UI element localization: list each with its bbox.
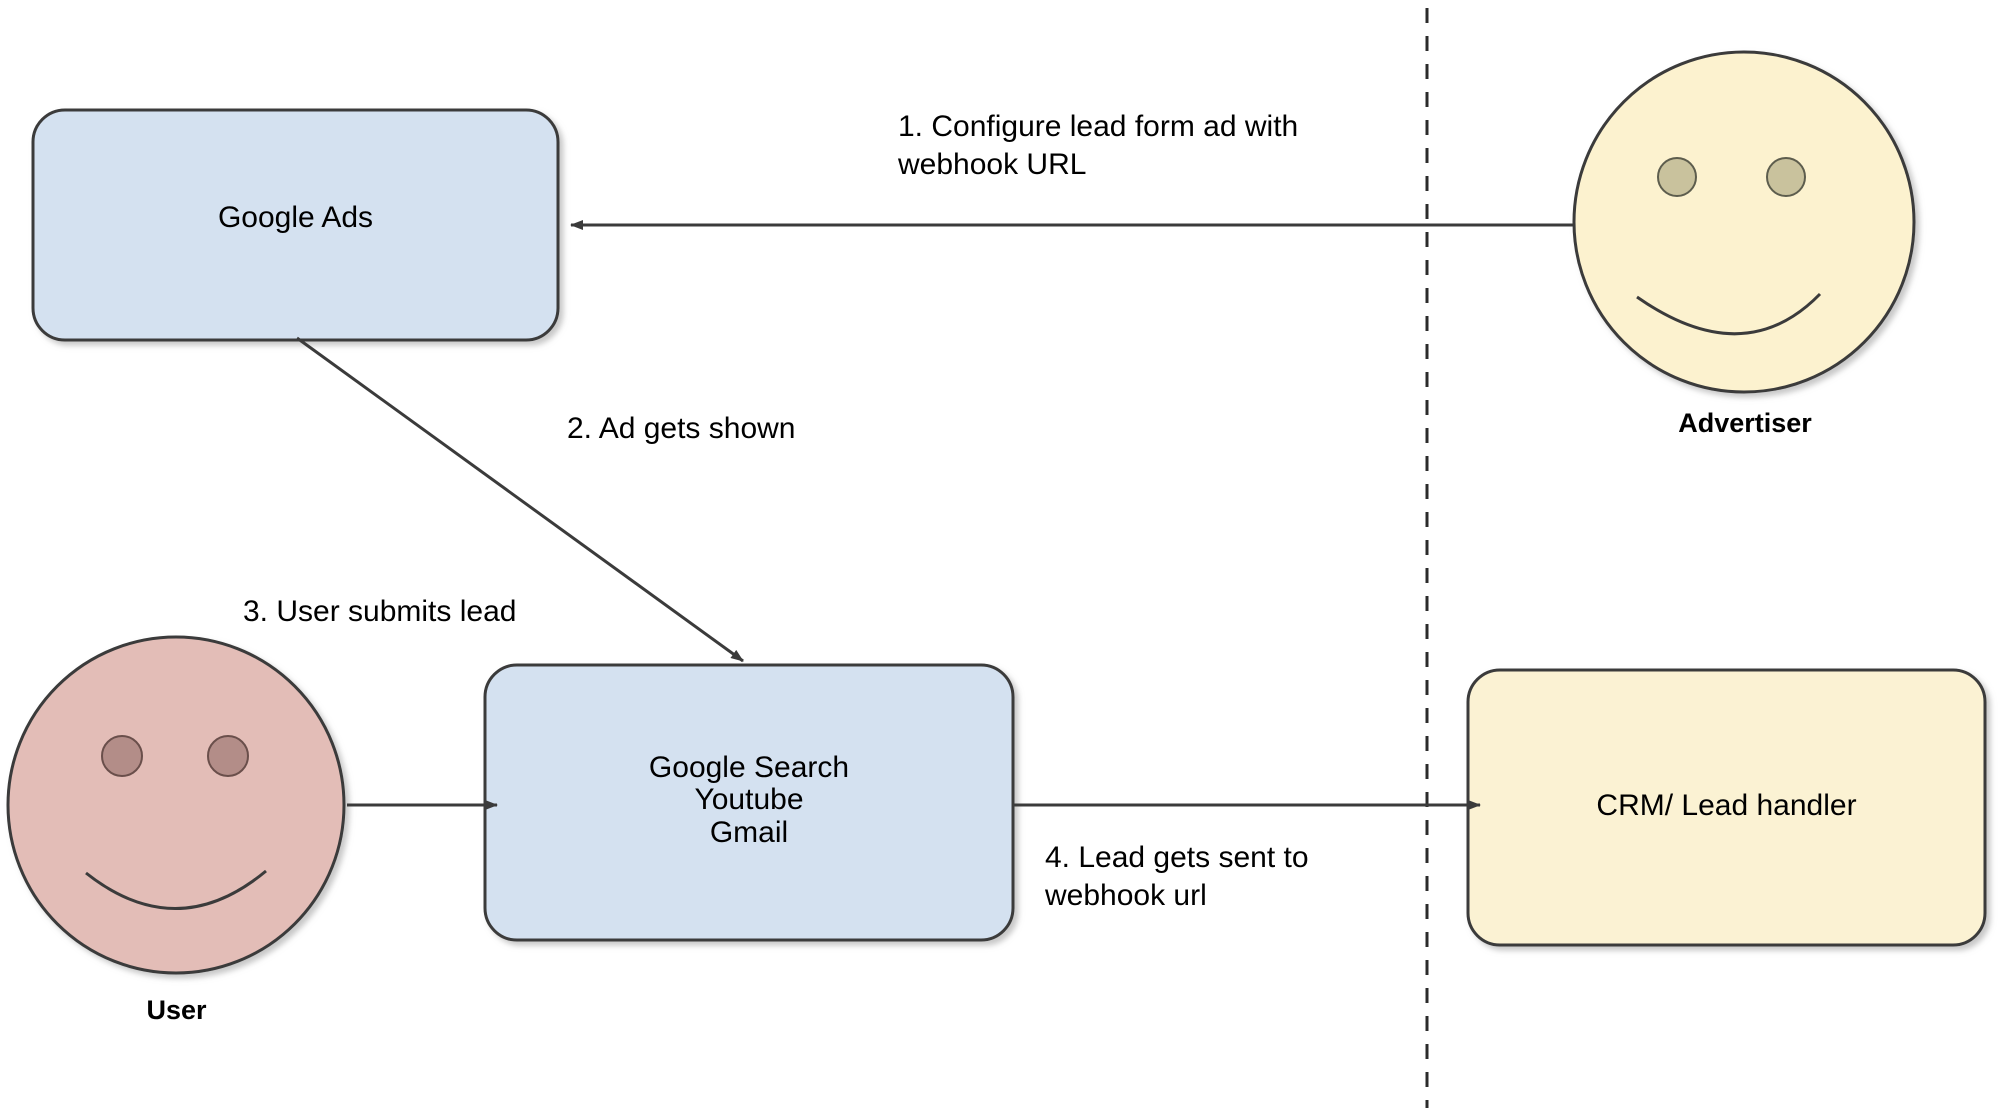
user-caption: User bbox=[146, 995, 207, 1025]
advertiser-right-eye-icon bbox=[1766, 157, 1806, 197]
node-google-ads-shape[interactable] bbox=[31, 108, 560, 342]
advertiser-smile-icon bbox=[1636, 292, 1822, 336]
node-google-properties-shape[interactable] bbox=[483, 663, 1015, 942]
user-right-eye-icon bbox=[207, 735, 249, 777]
node-crm-lead-handler-shape[interactable] bbox=[1466, 668, 1987, 947]
advertiser-left-eye-icon bbox=[1657, 157, 1697, 197]
user-left-eye-icon bbox=[101, 735, 143, 777]
user-face-icon[interactable] bbox=[6, 635, 346, 975]
edge-step-1-label: 1. Configure lead form ad with webhook U… bbox=[898, 110, 1299, 182]
edge-step-2-arrow bbox=[296, 336, 744, 663]
advertiser-caption: Advertiser bbox=[1678, 408, 1812, 438]
user-smile-icon bbox=[85, 869, 267, 910]
edge-step-2-label: 2. Ad gets shown bbox=[567, 412, 796, 445]
edge-step-3-label: 3. User submits lead bbox=[243, 595, 517, 628]
advertiser-face-icon[interactable] bbox=[1572, 50, 1916, 394]
edge-step-4-label: 4. Lead gets sent to webhook url bbox=[1045, 841, 1309, 913]
